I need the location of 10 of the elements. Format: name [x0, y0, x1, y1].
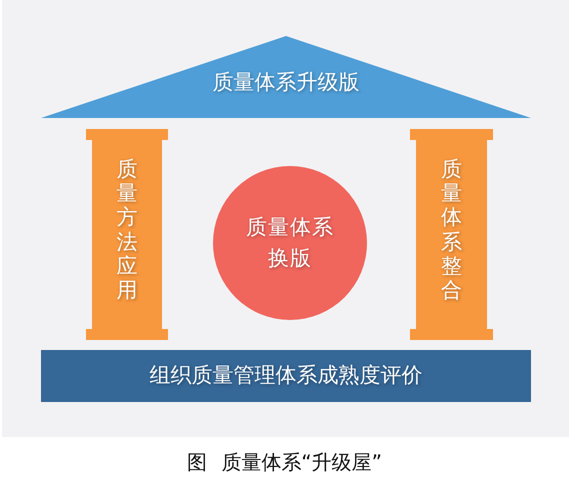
pillar — [86, 129, 168, 340]
pillar — [410, 129, 493, 340]
circle-title: 质量体系换版 — [245, 214, 335, 272]
pillar-title: 质量体系整合 — [440, 157, 463, 302]
roof-title: 质量体系升级版 — [212, 70, 360, 96]
figure-caption: 图 质量体系“升级屋” — [186, 450, 382, 474]
roof-triangle — [41, 36, 531, 118]
base-bar — [41, 350, 531, 402]
pillar-title: 质量方法应用 — [116, 157, 138, 302]
base-title: 组织质量管理体系成熟度评价 — [150, 363, 422, 389]
